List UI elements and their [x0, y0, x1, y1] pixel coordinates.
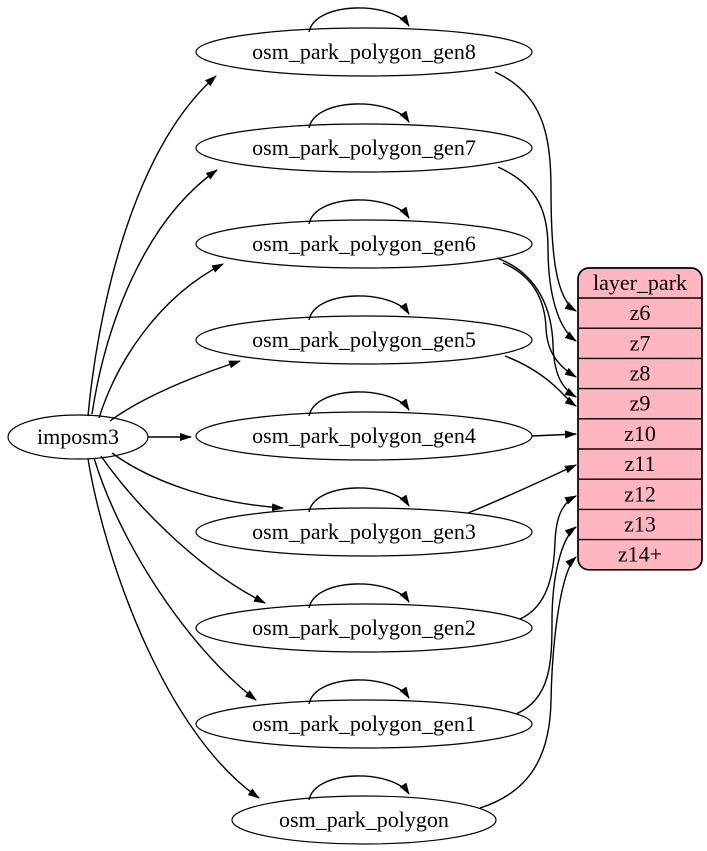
- edge-imposm3-to-osm_park_polygon: [87, 458, 260, 799]
- node-label-imposm3: imposm3: [37, 424, 119, 449]
- node-ellipse-osm_park_polygon_gen2: [195, 603, 533, 653]
- edge-osm_park_polygon-to-z14+: [479, 556, 577, 809]
- self-loop-osm_park_polygon_gen2: [308, 583, 410, 609]
- layer-table-row-z8: z8: [630, 361, 651, 386]
- edge-imposm3-to-osm_park_polygon_gen7: [91, 169, 218, 415]
- node-label-osm_park_polygon: osm_park_polygon: [279, 807, 449, 832]
- layer-table-row-z14+: z14+: [618, 542, 662, 567]
- node-ellipse-osm_park_polygon_gen7: [195, 123, 533, 173]
- self-loop-osm_park_polygon_gen6: [308, 199, 410, 225]
- layer-table-layer_park: layer_park z6 z7 z8 z9 z10 z11 z12 z13 z14+: [577, 267, 703, 571]
- node-osm_park_polygon_gen6: osm_park_polygon_gen6: [195, 219, 533, 269]
- node-label-osm_park_polygon_gen3: osm_park_polygon_gen3: [252, 519, 476, 544]
- edge-imposm3-to-osm_park_polygon_gen2: [100, 455, 266, 604]
- edge-imposm3-to-osm_park_polygon_gen3: [111, 452, 284, 512]
- edge-osm_park_polygon_gen6-to-z9: [496, 257, 577, 398]
- edge-imposm3-to-osm_park_polygon_gen6: [98, 263, 224, 419]
- self-loop-osm_park_polygon_gen4: [308, 391, 410, 417]
- node-ellipse-osm_park_polygon: [231, 795, 497, 845]
- self-loop-osm_park_polygon_gen8: [308, 7, 410, 33]
- edge-osm_park_polygon_gen7-to-z7: [497, 166, 577, 342]
- layer-table-row-z11: z11: [625, 451, 656, 476]
- node-ellipse-osm_park_polygon_gen6: [195, 219, 533, 269]
- self-loop-osm_park_polygon: [308, 775, 410, 801]
- node-osm_park_polygon_gen5: osm_park_polygon_gen5: [195, 315, 533, 365]
- node-osm_park_polygon_gen2: osm_park_polygon_gen2: [195, 603, 533, 653]
- edge-osm_park_polygon_gen8-to-z6: [494, 71, 577, 312]
- node-ellipse-osm_park_polygon_gen3: [195, 507, 533, 557]
- edge-imposm3-to-osm_park_polygon_gen5: [109, 360, 241, 422]
- node-osm_park_polygon_gen4: osm_park_polygon_gen4: [195, 411, 533, 461]
- layer-table-row-z7: z7: [630, 330, 651, 355]
- node-imposm3: imposm3: [7, 414, 149, 460]
- layer-table-row-z13: z13: [624, 512, 656, 537]
- node-label-osm_park_polygon_gen2: osm_park_polygon_gen2: [252, 615, 476, 640]
- edge-osm_park_polygon_gen1-to-z13: [515, 526, 577, 715]
- layer-table-title: layer_park: [593, 270, 687, 295]
- edge-osm_park_polygon_gen3-to-z11: [467, 464, 577, 514]
- edge-imposm3-to-osm_park_polygon_gen1: [93, 457, 257, 701]
- node-ellipse-osm_park_polygon_gen5: [195, 315, 533, 365]
- layer-table-row-z6: z6: [630, 300, 651, 325]
- node-label-osm_park_polygon_gen6: osm_park_polygon_gen6: [252, 231, 476, 256]
- node-label-osm_park_polygon_gen1: osm_park_polygon_gen1: [252, 711, 476, 736]
- node-osm_park_polygon_gen7: osm_park_polygon_gen7: [195, 123, 533, 173]
- self-loop-osm_park_polygon_gen3: [308, 487, 410, 513]
- node-osm_park_polygon_gen1: osm_park_polygon_gen1: [195, 699, 533, 749]
- node-osm_park_polygon: osm_park_polygon: [231, 795, 497, 845]
- node-ellipse-osm_park_polygon_gen8: [195, 27, 533, 77]
- edge-osm_park_polygon_gen6-to-z8: [502, 262, 577, 378]
- self-loop-osm_park_polygon_gen7: [308, 103, 410, 129]
- edge-osm_park_polygon_gen5-to-z9: [504, 355, 577, 407]
- layer-table-row-z10: z10: [624, 421, 656, 446]
- node-osm_park_polygon_gen3: osm_park_polygon_gen3: [195, 507, 533, 557]
- layer-table-row-z12: z12: [624, 481, 656, 506]
- self-loop-osm_park_polygon_gen5: [308, 295, 410, 321]
- edge-osm_park_polygon_gen2-to-z12: [519, 495, 577, 620]
- node-osm_park_polygon_gen8: osm_park_polygon_gen8: [195, 27, 533, 77]
- edge-imposm3-to-osm_park_polygon_gen8: [87, 75, 217, 417]
- node-label-osm_park_polygon_gen5: osm_park_polygon_gen5: [252, 327, 476, 352]
- layer-table-row-z9: z9: [630, 391, 651, 416]
- node-label-osm_park_polygon_gen4: osm_park_polygon_gen4: [252, 423, 476, 448]
- node-label-osm_park_polygon_gen7: osm_park_polygon_gen7: [252, 135, 476, 160]
- node-label-osm_park_polygon_gen8: osm_park_polygon_gen8: [252, 39, 476, 64]
- edge-osm_park_polygon_gen4-to-z10: [531, 430, 577, 439]
- self-loop-osm_park_polygon_gen1: [308, 679, 410, 705]
- node-ellipse-osm_park_polygon_gen1: [195, 699, 533, 749]
